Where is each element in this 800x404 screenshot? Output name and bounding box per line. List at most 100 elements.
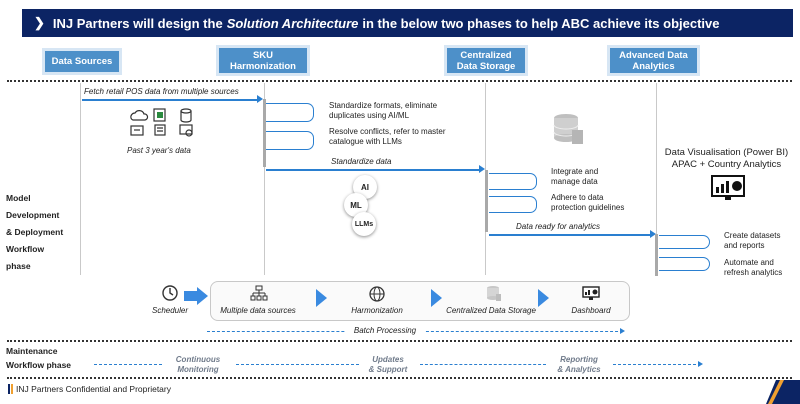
workflow-arrow-icon (316, 289, 327, 307)
arrow-head-icon (479, 165, 485, 173)
phase-advanced-analytics: Advanced Data Analytics (610, 48, 697, 73)
scheduler-arrow-icon (197, 287, 208, 305)
phase-label: Data Sources (51, 56, 113, 67)
footer-confidential: Confidential and Proprietary (65, 384, 171, 394)
maintenance-support: Updates & Support (362, 355, 414, 374)
data-ready-arrow (489, 234, 653, 236)
column-separator (80, 83, 81, 275)
scheduler-clock-icon (162, 285, 178, 301)
scheduler-arrow-shaft (184, 291, 198, 301)
llms-badge: LLMs (352, 212, 376, 236)
storage-loop-arrow (489, 196, 537, 213)
footer-logo-bar (11, 384, 13, 394)
side-label-line: phase (6, 261, 31, 271)
sku-item-line: catalogue with LLMs (329, 136, 402, 146)
phase-data-sources: Data Sources (45, 51, 119, 72)
visualisation-title: Data Visualisation (Power BI) APAC + Cou… (659, 147, 794, 171)
arrow-head-icon (650, 230, 656, 238)
arrow-head-icon (698, 361, 703, 367)
standardize-arrow (266, 169, 482, 171)
sku-item-line: duplicates using AI/ML (329, 110, 410, 120)
analytics-item-line: Create datasets (724, 231, 781, 240)
chevron-right-icon: ❯ (34, 15, 45, 30)
storage-item-line: manage data (551, 176, 598, 186)
data-ready-text: Data ready for analytics (516, 222, 601, 231)
maintenance-reporting: Reporting & Analytics (548, 355, 610, 374)
storage-db-icon (487, 286, 501, 301)
middle-divider (7, 340, 792, 342)
analytics-loop-arrow (659, 235, 710, 249)
maintenance-line: Reporting (560, 355, 598, 364)
file-transfer-icon (130, 125, 144, 136)
bottom-divider (7, 377, 792, 379)
maintenance-dashed-line (94, 364, 162, 365)
fetch-arrow (82, 99, 260, 101)
title-prefix: INJ Partners will design the (52, 15, 223, 31)
scheduler-label: Scheduler (151, 306, 189, 315)
analytics-item-line: and reports (724, 240, 765, 250)
maintenance-line: Monitoring (177, 364, 219, 374)
visualisation-line: Data Visualisation (Power BI) (664, 147, 789, 158)
sku-item-line: Standardize formats, eliminate (329, 101, 438, 110)
analytics-item-automate: Automate and refresh analytics (724, 258, 782, 277)
workflow-step-label: Dashboard (571, 306, 611, 315)
workflow-arrow-icon (538, 289, 549, 307)
dashboard-monitor-icon (711, 175, 745, 200)
storage-item-integrate: Integrate and manage data (551, 167, 598, 186)
storage-item-line: protection guidelines (551, 202, 625, 212)
phase-centralized-storage: Centralized Data Storage (447, 48, 525, 73)
top-divider (7, 80, 792, 82)
storage-loop-arrow (489, 173, 537, 190)
sku-item-line: Resolve conflicts, refer to master (329, 127, 446, 136)
database-icon (180, 108, 192, 123)
workflow-step-label: Harmonization (351, 306, 403, 315)
fetch-text: Fetch retail POS data from multiple sour… (84, 87, 239, 96)
data-source-icons (130, 108, 193, 137)
phase-label-line1: Centralized (460, 49, 512, 61)
column-separator (656, 83, 657, 275)
side-label-line: Development (6, 210, 60, 220)
workflow-step-label: Centralized Data Storage (446, 306, 536, 315)
maintenance-dashed-line (613, 364, 701, 365)
standardize-text: Standardize data (331, 157, 392, 166)
sku-loop-arrow (266, 103, 314, 122)
analytics-item-line: refresh analytics (724, 267, 783, 277)
side-label-line: Model (6, 193, 31, 203)
past-data-text: Past 3 year's data (127, 146, 191, 155)
batch-processing-label: Batch Processing (345, 326, 425, 335)
spreadsheet-icon (153, 108, 166, 122)
search-monitor-icon (179, 124, 193, 137)
analytics-loop-arrow (659, 257, 710, 271)
model-phase-label: Model Development & Deployment Workflow … (6, 190, 86, 275)
title-emphasis: Solution Architecture (226, 15, 359, 31)
network-nodes-icon (250, 285, 268, 301)
footer-text: INJ Partners Confidential and Proprietar… (16, 384, 171, 394)
harmonization-globe-icon (369, 286, 385, 302)
phase-label-line1: Advanced Data (619, 49, 688, 61)
sku-loop-arrow (266, 131, 314, 150)
analytics-item-line: Automate and (724, 258, 774, 267)
storage-item-line: Adhere to data (551, 193, 604, 202)
column-separator (264, 83, 265, 275)
arrow-head-icon (257, 95, 263, 103)
side-label-line: & Deployment (6, 227, 64, 237)
arrow-head-icon (620, 328, 625, 334)
maintenance-phase-label: Maintenance Workflow phase (6, 344, 86, 372)
dashboard-icon (582, 286, 600, 300)
maintenance-dashed-line (420, 364, 546, 365)
maintenance-line: Updates (372, 355, 404, 364)
maintenance-line: Continuous (175, 355, 221, 364)
workflow-arrow-icon (431, 289, 442, 307)
storage-item-protection: Adhere to data protection guidelines (551, 193, 624, 212)
visualisation-line: APAC + Country Analytics (671, 159, 782, 170)
storage-item-line: Integrate and (551, 167, 599, 176)
sku-process-bar (263, 99, 266, 167)
side-label-line: Maintenance (6, 346, 58, 356)
cloud-upload-icon (130, 110, 149, 121)
database-stack-icon (553, 114, 583, 144)
title-bar: ❯ INJ Partners will design the Solution … (22, 9, 793, 37)
maintenance-monitoring: Continuous Monitoring (165, 355, 231, 374)
footer-logo-bar (8, 384, 10, 394)
footer-brand: INJ Partners (16, 384, 64, 394)
title-suffix: in the below two phases to help ABC achi… (362, 15, 720, 31)
